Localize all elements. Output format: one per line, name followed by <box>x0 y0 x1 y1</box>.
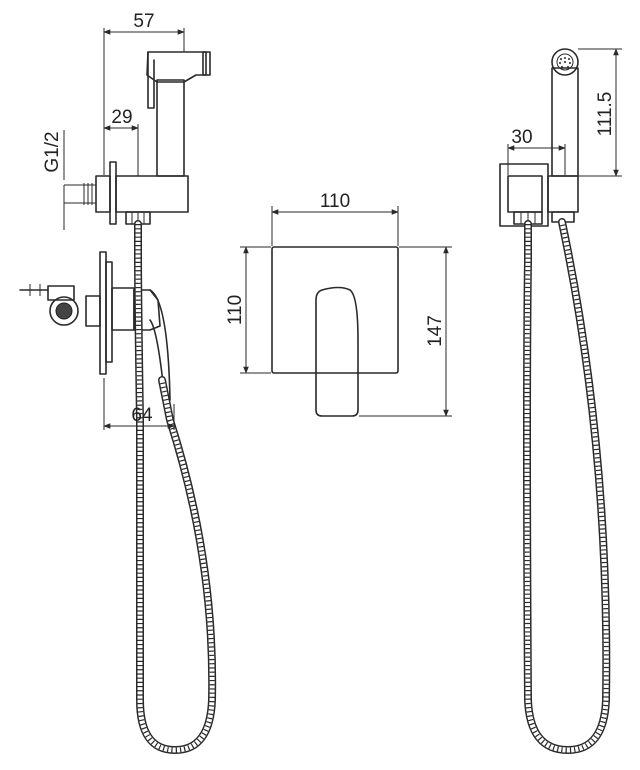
lever-handle <box>315 286 359 417</box>
mixer-body <box>19 251 171 403</box>
hose <box>134 220 217 755</box>
hose-right <box>523 218 611 755</box>
dimension-label-30: 30 <box>511 127 532 148</box>
dimension-57: 57 <box>103 11 185 175</box>
dimension-label-plate-height: 110 <box>225 295 246 325</box>
dimension-plate-width: 110 <box>271 191 399 246</box>
thread-connector <box>64 183 96 205</box>
hand-shower-front <box>551 48 579 177</box>
dimension-label-64: 64 <box>131 405 153 426</box>
thread-size-label: G1/2 <box>42 131 63 172</box>
dimension-29: 29 <box>103 107 139 176</box>
dimension-label-57: 57 <box>133 11 154 32</box>
dimension-label-111-5: 111.5 <box>595 92 616 137</box>
dimension-plate-height: 110 <box>225 246 271 374</box>
dimension-label-plate-width: 110 <box>320 191 350 212</box>
cover-plate <box>271 246 399 374</box>
dimension-30: 30 <box>507 127 566 175</box>
thread-size-dimension: G1/2 <box>42 130 65 230</box>
dimension-total-height: 147 <box>359 246 452 417</box>
dimension-label-total-height: 147 <box>425 315 446 347</box>
hand-shower <box>146 51 211 177</box>
side-view: 57 29 G1/2 64 <box>19 11 217 755</box>
rear-side-view: 30 111.5 <box>499 48 622 755</box>
dimension-64: 64 <box>103 378 175 430</box>
dimension-111-5: 111.5 <box>578 48 622 177</box>
dimension-label-29: 29 <box>111 107 132 128</box>
front-view: 110 110 147 <box>225 191 452 417</box>
wall-outlet <box>64 161 189 225</box>
